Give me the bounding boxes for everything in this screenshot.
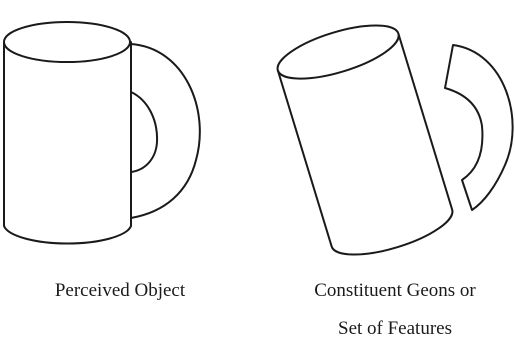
constituent-geons: [272, 14, 513, 265]
mug-rim: [4, 22, 130, 62]
geon-handle: [445, 45, 513, 210]
geon-cylinder: [272, 14, 458, 265]
caption-set-of-features: Set of Features: [280, 318, 510, 340]
mug-handle: [131, 44, 200, 218]
caption-constituent-geons: Constituent Geons or: [280, 280, 510, 302]
perceived-mug: [4, 22, 200, 244]
mug-body: [4, 42, 131, 244]
caption-perceived-object: Perceived Object: [20, 280, 220, 302]
